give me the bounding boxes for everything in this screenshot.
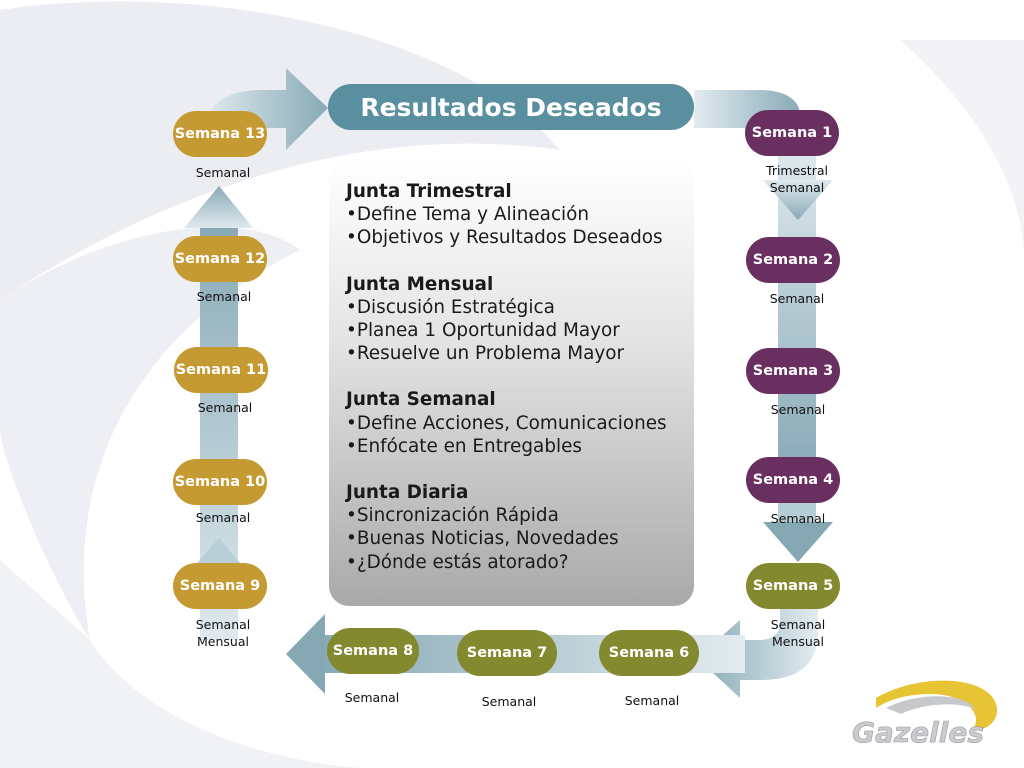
week-label: Semana 9 xyxy=(179,578,261,594)
week-label: Semana 10 xyxy=(174,474,266,490)
arrow-bottom-right xyxy=(697,608,818,698)
title-text: Resultados Deseados xyxy=(360,92,662,122)
week-label: Semana 7 xyxy=(466,645,548,661)
section-item: •¿Dónde estás atorado? xyxy=(346,551,569,573)
section-trimestral: Junta Trimestral •Define Tema y Alineaci… xyxy=(346,180,694,250)
week-3-sub: Semanal xyxy=(746,401,850,418)
logo-text: Gazelles xyxy=(852,716,984,749)
week-13-pill: Semana 13 xyxy=(173,111,267,157)
week-8-pill: Semana 8 xyxy=(327,628,419,674)
week-label: Semana 2 xyxy=(752,252,834,268)
week-label: Semana 4 xyxy=(752,472,834,488)
week-2-sub: Semanal xyxy=(746,290,848,307)
section-item: •Resuelve un Problema Mayor xyxy=(346,343,625,365)
week-11-sub: Semanal xyxy=(174,399,276,416)
sub-label: Semanal xyxy=(769,180,825,195)
section-diaria: Junta Diaria •Sincronización Rápida •Bue… xyxy=(346,481,694,574)
week-11-pill: Semana 11 xyxy=(174,347,268,393)
arrow-bottom-left-head xyxy=(286,614,325,694)
week-10-sub: Semanal xyxy=(173,509,273,526)
sub-label: Semanal xyxy=(481,694,537,709)
section-item: •Sincronización Rápida xyxy=(346,505,559,527)
sub-label: Mensual xyxy=(772,634,824,649)
section-title: Junta Trimestral xyxy=(346,181,512,202)
section-item: •Enfócate en Entregables xyxy=(346,435,582,457)
week-2-pill: Semana 2 xyxy=(746,237,840,283)
section-title: Junta Mensual xyxy=(346,273,494,295)
section-item: •Objetivos y Resultados Deseados xyxy=(346,227,663,249)
sub-label: Semanal xyxy=(195,510,251,525)
sub-label: Semanal xyxy=(624,693,680,708)
week-5-pill: Semana 5 xyxy=(746,563,840,609)
sub-label: Semanal xyxy=(195,165,251,180)
arrow-right-head-2 xyxy=(763,522,833,562)
week-label: Semana 12 xyxy=(174,251,266,267)
sub-label: Trimestral xyxy=(766,163,828,178)
week-label: Semana 6 xyxy=(608,645,690,661)
week-6-sub: Semanal xyxy=(599,692,705,709)
section-item: •Discusión Estratégica xyxy=(346,296,555,318)
arrow-left-head-2 xyxy=(184,186,253,228)
week-12-pill: Semana 12 xyxy=(173,236,267,282)
week-label: Semana 11 xyxy=(175,362,267,378)
sub-label: Semanal xyxy=(769,291,825,306)
week-7-pill: Semana 7 xyxy=(457,630,557,676)
week-9-pill: Semana 9 xyxy=(173,563,267,609)
sub-label: Semanal xyxy=(344,690,400,705)
week-label: Semana 1 xyxy=(751,125,833,141)
week-label: Semana 3 xyxy=(752,363,834,379)
sub-label: Semanal xyxy=(195,617,251,632)
week-3-pill: Semana 3 xyxy=(746,348,840,394)
week-12-sub: Semanal xyxy=(173,288,275,305)
week-10-pill: Semana 10 xyxy=(173,459,267,505)
section-title: Junta Diaria xyxy=(346,482,469,504)
sub-label: Semanal xyxy=(196,289,252,304)
section-title: Junta Semanal xyxy=(346,389,496,411)
week-6-pill: Semana 6 xyxy=(599,630,699,676)
section-item: •Planea 1 Oportunidad Mayor xyxy=(346,320,620,342)
week-label: Semana 13 xyxy=(174,126,266,142)
sub-label: Mensual xyxy=(197,634,249,649)
sub-label: Semanal xyxy=(770,617,826,632)
week-4-sub: Semanal xyxy=(746,510,850,527)
arrow-right-head-1 xyxy=(763,180,833,220)
section-item: •Define Tema y Alineación xyxy=(346,204,590,226)
sub-label: Semanal xyxy=(770,402,826,417)
section-mensual: Junta Mensual •Discusión Estratégica •Pl… xyxy=(346,273,694,366)
section-semanal: Junta Semanal •Define Acciones, Comunica… xyxy=(346,388,694,458)
week-1-pill: Semana 1 xyxy=(745,110,839,156)
week-label: Semana 5 xyxy=(752,578,834,594)
gazelles-logo: Gazelles xyxy=(852,680,997,749)
week-7-sub: Semanal xyxy=(457,693,561,710)
center-box: Junta Trimestral •Define Tema y Alineaci… xyxy=(329,160,694,606)
week-label: Semana 8 xyxy=(332,643,414,659)
section-item: •Define Acciones, Comunicaciones xyxy=(346,412,667,434)
sub-label: Semanal xyxy=(197,400,253,415)
title-pill: Resultados Deseados xyxy=(328,84,694,130)
sub-label: Semanal xyxy=(770,511,826,526)
week-4-pill: Semana 4 xyxy=(746,457,840,503)
week-13-sub: Semanal xyxy=(173,164,273,181)
week-8-sub: Semanal xyxy=(322,689,422,706)
section-item: •Buenas Noticias, Novedades xyxy=(346,528,619,550)
